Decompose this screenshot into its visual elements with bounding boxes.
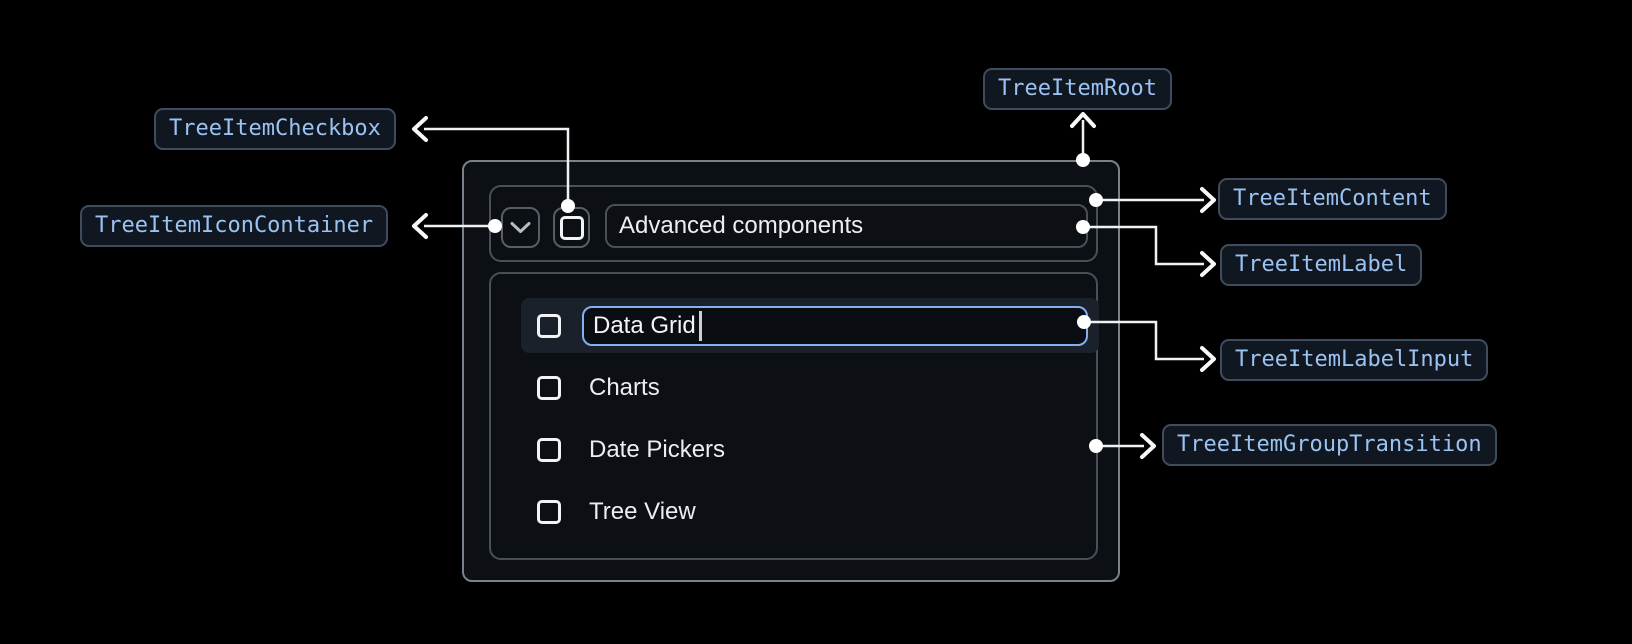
input-value-text: Data Grid (593, 312, 696, 339)
tree-item-label-text: Date Pickers (589, 435, 726, 463)
tree-item-content[interactable]: Advanced components (489, 185, 1098, 262)
tree-item-label-text: Charts (589, 374, 660, 401)
annotation-badge-label-input: TreeItemLabelInput (1220, 339, 1489, 381)
tree-item-icon-container (553, 207, 590, 248)
tree-item-group-transition: Data Grid Charts Date Pickers Tree View (489, 272, 1099, 560)
annotation-badge-icon-container: TreeItemIconContainer (80, 205, 389, 247)
chevron-down-icon (510, 222, 531, 233)
annotation-badge-content: TreeItemContent (1218, 178, 1447, 220)
annotation-badge-group-transition: TreeItemGroupTransition (1162, 424, 1497, 466)
parent-label-text: Advanced components (619, 212, 864, 239)
checkbox-unchecked-icon[interactable] (537, 500, 561, 524)
tree-item-root: Advanced components Data Grid Charts Dat… (462, 160, 1120, 582)
checkbox-unchecked-icon[interactable] (537, 376, 561, 400)
tree-item-row[interactable]: Tree View (521, 484, 1099, 540)
tree-item-label: Advanced components (605, 204, 1088, 248)
checkbox-unchecked-icon[interactable] (559, 215, 584, 240)
annotation-badge-checkbox: TreeItemCheckbox (154, 108, 396, 150)
text-caret (698, 311, 702, 341)
tree-item-row[interactable]: Charts (521, 360, 1099, 416)
tree-item-label-input[interactable]: Data Grid (582, 306, 1088, 346)
tree-item-row[interactable]: Date Pickers (521, 421, 1099, 478)
tree-item-editing-row[interactable]: Data Grid (521, 298, 1099, 353)
checkbox-unchecked-icon[interactable] (537, 437, 561, 462)
annotation-badge-root: TreeItemRoot (983, 68, 1172, 110)
tree-item-label-text: Tree View (589, 498, 696, 525)
expand-button[interactable] (501, 207, 540, 248)
checkbox-unchecked-icon[interactable] (537, 313, 561, 338)
annotation-badge-label: TreeItemLabel (1220, 244, 1423, 286)
